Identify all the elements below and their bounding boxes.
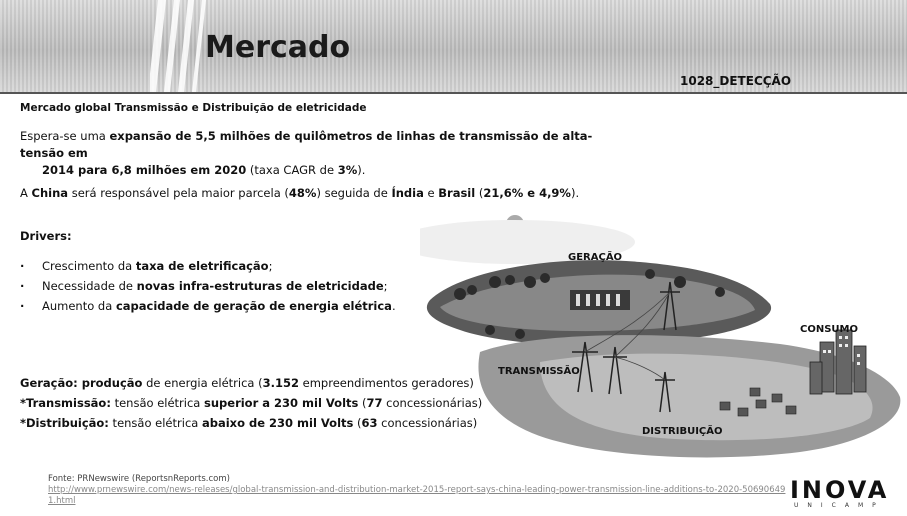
text: ). [357, 163, 366, 177]
bold-text: Índia [391, 186, 424, 200]
label-transmissao: TRANSMISSÃO [498, 364, 580, 377]
logo-sub: UNICAMP [794, 502, 885, 509]
bold-text: 77 [366, 396, 383, 410]
text: ( [358, 396, 367, 410]
source-footer: Fonte: PRNewswire (ReportsnReports.com) … [48, 474, 788, 507]
text: ( [475, 186, 484, 200]
header-band [0, 0, 907, 92]
inova-unicamp-logo: INOVA UNICAMP [790, 478, 900, 510]
bold-text: 63 [361, 416, 378, 430]
definition-transmissao: *Transmissão: tensão elétrica superior a… [20, 393, 482, 413]
bold-text: 3% [337, 163, 358, 177]
logo-word: INOVA [790, 476, 890, 504]
trees [454, 269, 725, 339]
text: A [20, 186, 32, 200]
text: concessionárias) [382, 396, 483, 410]
text: . [391, 299, 396, 313]
text: tensão elétrica [110, 396, 204, 410]
definition-distribuicao: *Distribuição: tensão elétrica abaixo de… [20, 413, 482, 433]
text: e [423, 186, 439, 200]
bold-text: 3.152 [262, 376, 299, 390]
bold-text: 2014 para 6,8 milhões em 2020 [42, 163, 247, 177]
source-label: Fonte: PRNewswire (ReportsnReports.com) [48, 474, 230, 484]
text: Espera-se uma [20, 129, 110, 143]
paragraph-countries: A China será responsável pela maior parc… [20, 186, 620, 200]
definitions-block: Geração: produção de energia elétrica (3… [20, 373, 482, 433]
header-divider [0, 92, 907, 94]
text: tensão elétrica [108, 416, 202, 430]
text: Necessidade de [42, 279, 137, 293]
bold-text: taxa de eletrificação [135, 259, 269, 273]
label-consumo: CONSUMO [800, 324, 858, 335]
list-item: Necessidade de novas infra-estruturas de… [20, 276, 396, 296]
label-geracao: GERAÇÃO [568, 250, 622, 263]
indent-line: 2014 para 6,8 milhões em 2020 (taxa CAGR… [20, 162, 620, 179]
building-windows [823, 336, 860, 365]
section-title: Mercado global Transmissão e Distribuiçã… [20, 102, 367, 114]
bold-text: 48% [288, 186, 317, 200]
text: concessionárias) [377, 416, 478, 430]
bold-text: abaixo de 230 mil Volts [201, 416, 354, 430]
paragraph-expansion: Espera-se uma expansão de 5,5 milhões de… [20, 128, 620, 179]
bold-text: novas infra-estruturas de eletricidade [136, 279, 384, 293]
list-item: Crescimento da taxa de eletrificação; [20, 256, 396, 276]
text: (taxa CAGR de [246, 163, 338, 177]
page-title: Mercado [205, 30, 351, 65]
bold-text: capacidade de geração de energia elétric… [115, 299, 392, 313]
drivers-list: Crescimento da taxa de eletrificação; Ne… [20, 256, 396, 316]
text: ) seguida de [316, 186, 392, 200]
text: empreendimentos geradores) [298, 376, 474, 390]
bold-text: 21,6% e 4,9% [483, 186, 571, 200]
bold-text: superior a 230 mil Volts [204, 396, 359, 410]
energy-chain-drawing: GERAÇÃO CONSUMO TRANSMISSÃO DISTRIBUIÇÃO [395, 215, 901, 458]
text: Aumento da [42, 299, 116, 313]
bold-text: expansão de 5,5 milhões de quilômetros d… [20, 129, 593, 160]
text: de energia elétrica ( [142, 376, 263, 390]
houses [719, 387, 797, 417]
bold-text: Geração: produção [20, 376, 143, 390]
list-item: Aumento da capacidade de geração de ener… [20, 296, 396, 316]
header-stripes-decoration [150, 0, 206, 92]
bold-text: China [31, 186, 69, 200]
text: será responsável pela maior parcela ( [68, 186, 289, 200]
text: Crescimento da [42, 259, 136, 273]
label-distribuicao: DISTRIBUIÇÃO [642, 424, 723, 437]
text: ; [268, 259, 273, 273]
source-link[interactable]: http://www.prnewswire.com/news-releases/… [48, 485, 786, 506]
text: ( [353, 416, 362, 430]
slide-code: 1028_DETECÇÃO [680, 74, 792, 88]
bold-text: Brasil [438, 186, 476, 200]
drivers-heading: Drivers: [20, 229, 72, 243]
bold-text: *Transmissão: [20, 396, 111, 410]
energy-chain-illustration: GERAÇÃO CONSUMO TRANSMISSÃO DISTRIBUIÇÃO [395, 212, 905, 464]
text: ; [383, 279, 388, 293]
definition-geracao: Geração: produção de energia elétrica (3… [20, 373, 482, 393]
text: ). [570, 186, 580, 200]
bold-text: *Distribuição: [20, 416, 109, 430]
